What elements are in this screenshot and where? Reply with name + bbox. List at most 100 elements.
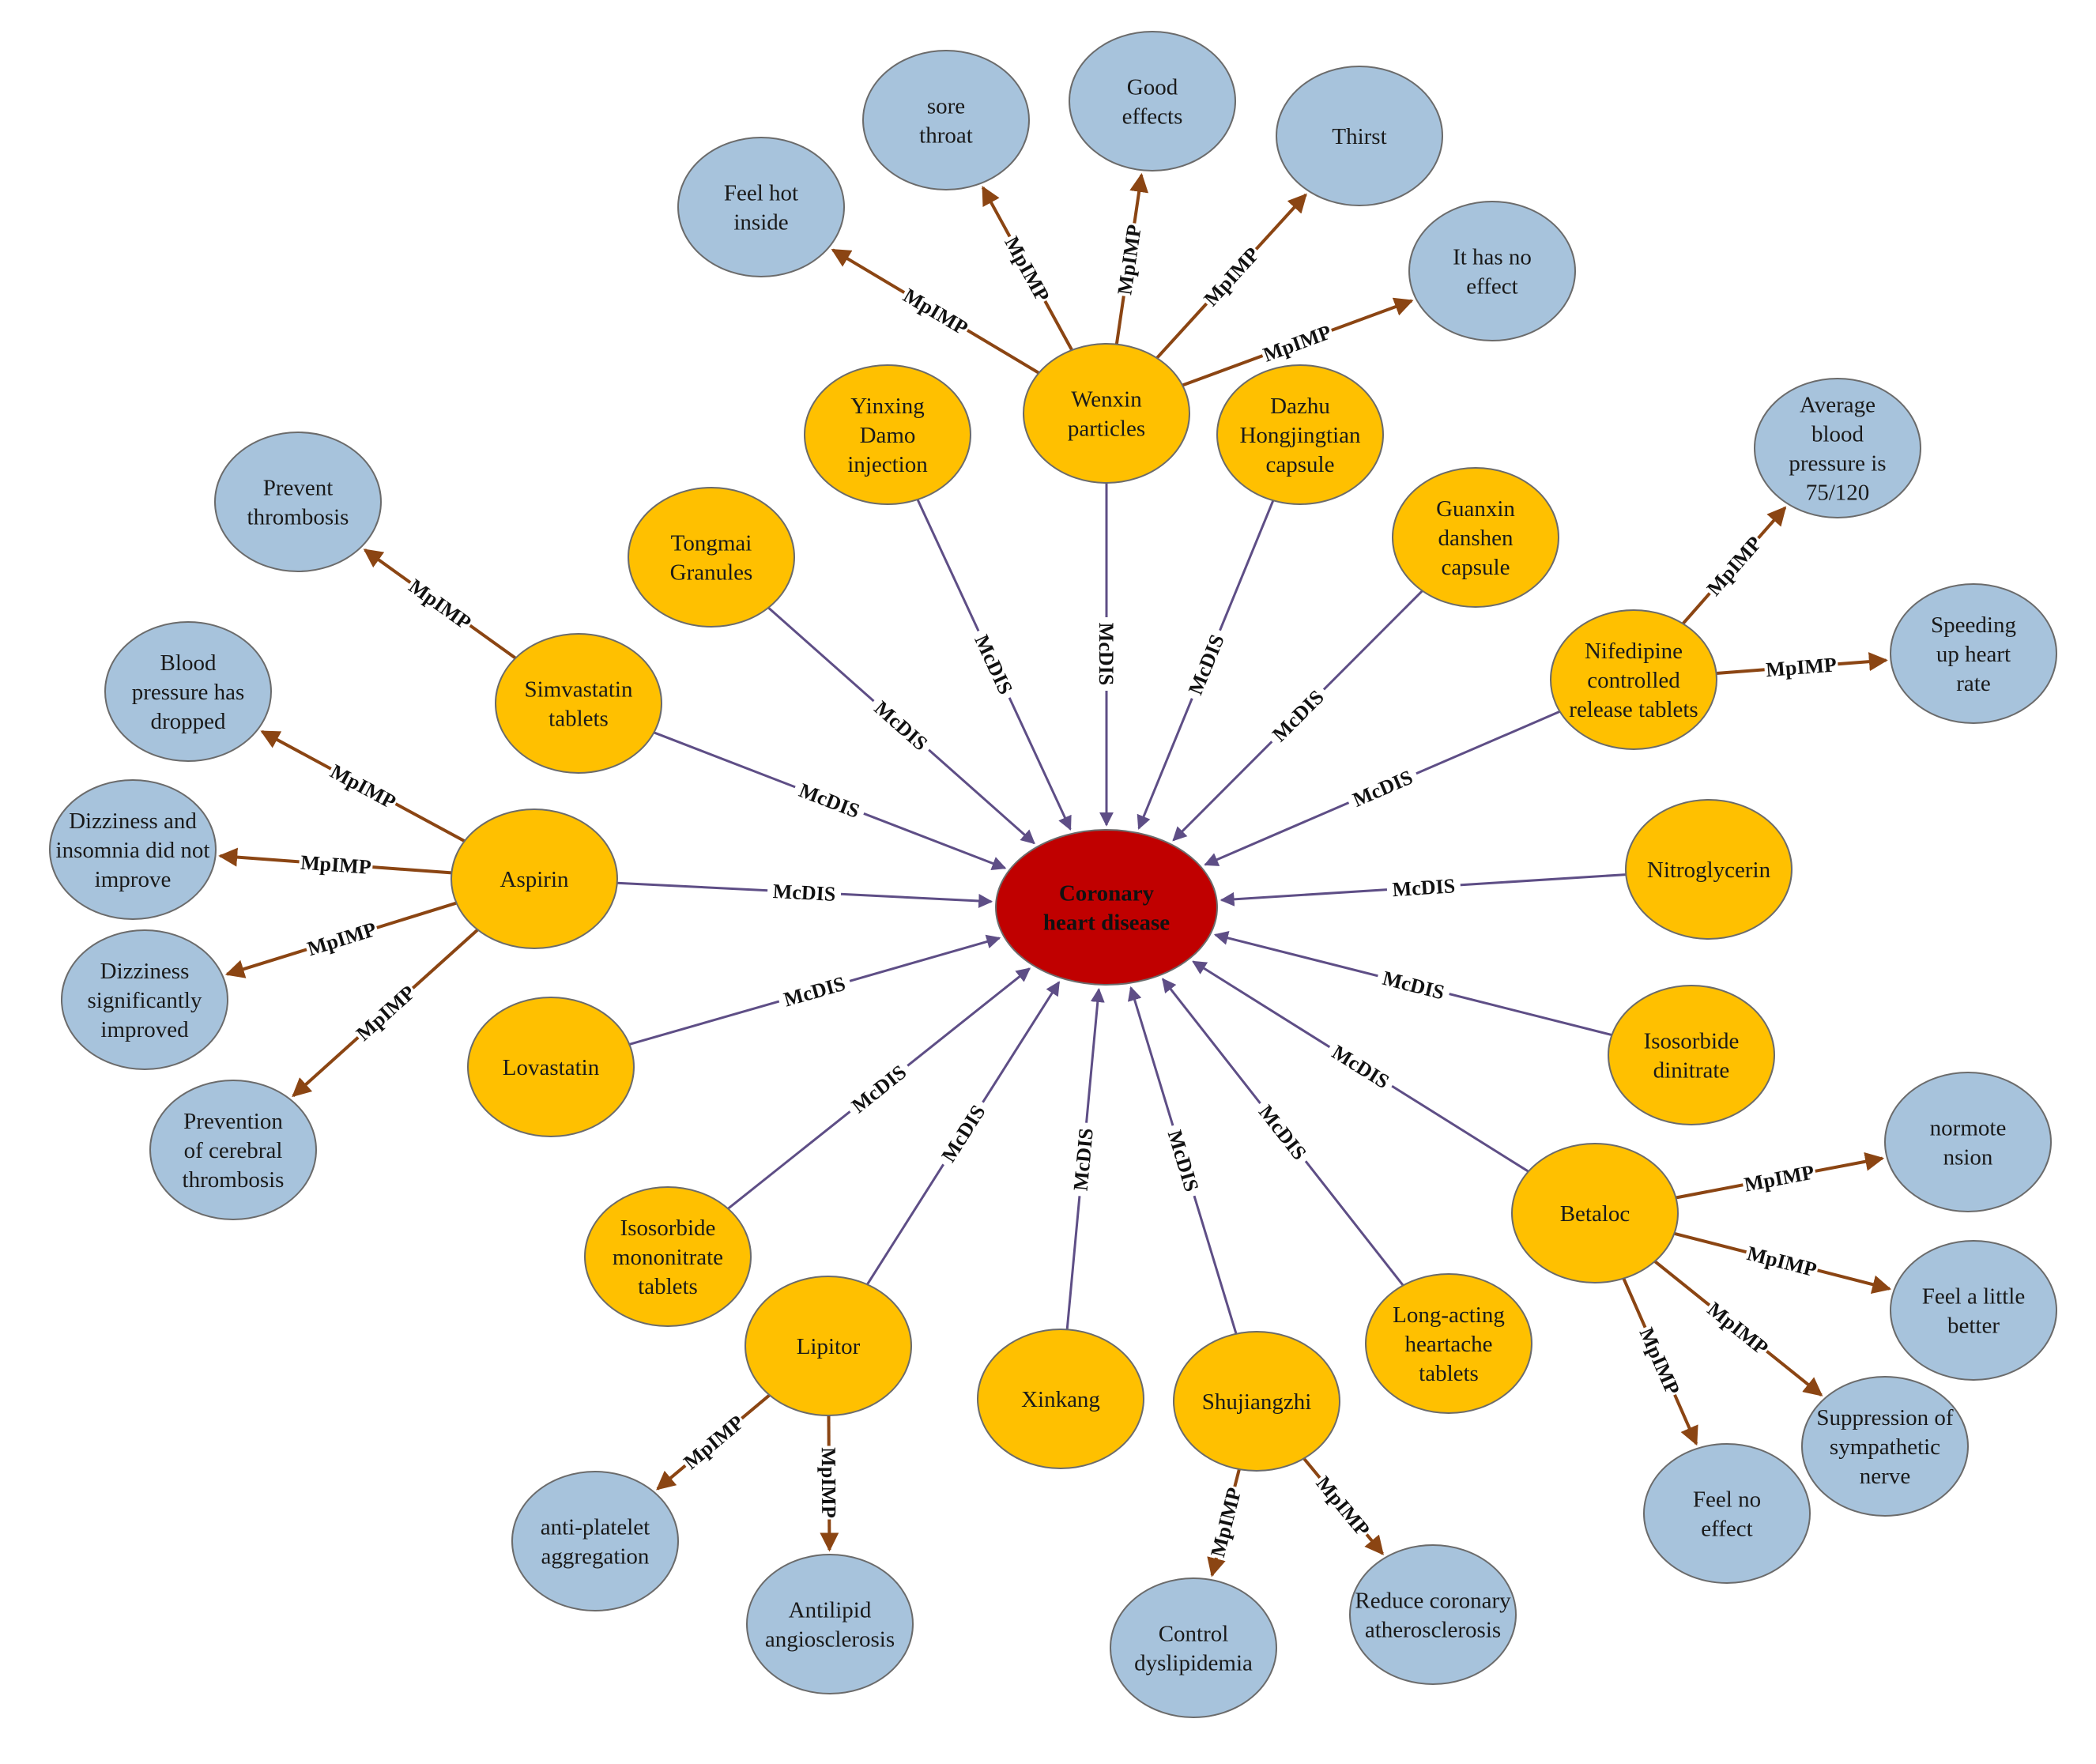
mcdis-edge-simvastatin-label: McDIS — [796, 778, 863, 823]
effect-node-prevent-thrombosis-label-line: thrombosis — [247, 505, 349, 530]
effect-node-dizziness-no-improve-shape — [49, 779, 217, 920]
mpimp-edge-bp-dropped-label-bg — [326, 756, 402, 813]
drug-node-tongmai-label-line: Granules — [670, 560, 753, 586]
effect-node-thirst[interactable]: Thirst — [1276, 66, 1443, 206]
drug-node-xinkang-shape — [977, 1329, 1144, 1469]
effect-node-it-has-no-effect-shape — [1408, 201, 1576, 341]
mpimp-edge-prevent-thrombosis-label-group: MpIMP — [404, 571, 478, 635]
mpimp-edge-feel-no-effect-label-group: MpIMP — [1635, 1321, 1687, 1400]
effect-node-normotension-label-line: nsion — [1943, 1145, 1993, 1170]
effect-node-prevention-cerebral-label-line: Prevention — [183, 1109, 283, 1134]
mcdis-edge-simvastatin-label-bg — [791, 775, 869, 824]
effect-node-prevent-thrombosis-label-line: Prevent — [263, 476, 334, 501]
mcdis-edge-nifedipine-label-group: McDIS — [1343, 761, 1421, 812]
mcdis-edge-nitroglycerin-label: McDIS — [1392, 874, 1456, 901]
effect-node-dizziness-improved-label-line: improved — [100, 1017, 189, 1042]
effect-node-feel-hot-inside-shape — [677, 137, 845, 277]
effect-node-dizziness-improved-label-line: Dizziness — [100, 959, 190, 984]
mpimp-edge-antilipid-label-bg — [818, 1446, 843, 1520]
effect-node-average-bp-shape — [1754, 378, 1921, 518]
mpimp-edge-feel-hot-inside-label-bg — [899, 281, 974, 340]
mcdis-edge-betaloc-label-group: McDIS — [1324, 1035, 1400, 1095]
drug-node-aspirin-shape — [450, 808, 618, 949]
drug-node-nitroglycerin-shape — [1625, 799, 1793, 940]
drug-node-nifedipine-shape — [1550, 609, 1717, 750]
effect-node-prevent-thrombosis-shape — [214, 432, 382, 572]
effect-node-reduce-coronary-label-line: atherosclerosis — [1365, 1618, 1501, 1643]
effect-node-sore-throat-label-line: sore — [927, 94, 965, 119]
mpimp-edge-it-has-no-effect-label-group: MpIMP — [1257, 318, 1336, 367]
drug-node-long-acting-label-line: heartache — [1404, 1332, 1492, 1357]
center-node-coronary-heart-disease-label-line: Coronary — [1059, 881, 1155, 906]
effect-node-prevent-thrombosis[interactable]: Prevent thrombosis — [214, 432, 382, 572]
mpimp-edge-average-bp-label: MpIMP — [1702, 532, 1766, 600]
drug-node-long-acting-label-line: tablets — [1419, 1361, 1479, 1386]
effect-node-dizziness-no-improve-label-line: improve — [95, 867, 172, 892]
mpimp-edge-feel-little-better-label-group: MpIMP — [1744, 1238, 1821, 1281]
mpimp-edge-reduce-coronary-label-group: MpIMP — [1311, 1468, 1378, 1541]
mpimp-edge-dizziness-improved-label-group: MpIMP — [302, 914, 380, 960]
effect-node-antilipid-label-line: angiosclerosis — [765, 1627, 895, 1653]
effect-node-feel-hot-inside-label-line: Feel hot — [724, 181, 798, 206]
mpimp-edge-bp-dropped-label: MpIMP — [326, 760, 400, 813]
effect-node-average-bp-label-line: 75/120 — [1806, 481, 1870, 506]
mpimp-edge-reduce-coronary-label-bg — [1311, 1468, 1378, 1541]
drug-node-nitroglycerin[interactable]: Nitroglycerin — [1625, 799, 1793, 940]
mpimp-edge-prevention-cerebral-label-group: MpIMP — [349, 978, 420, 1046]
drug-node-long-acting-shape — [1365, 1273, 1532, 1414]
mcdis-edge-lipitor-label-group: McDIS — [932, 1095, 992, 1170]
effect-node-good-effects-label-line: Good — [1127, 75, 1178, 100]
drug-node-wenxin-label-line: Wenxin — [1071, 387, 1142, 413]
drug-node-lovastatin-label-line: Lovastatin — [503, 1055, 600, 1080]
mcdis-edge-dazhu-label-bg — [1179, 625, 1230, 703]
mcdis-edge-xinkang-label: McDIS — [1069, 1127, 1098, 1192]
mcdis-edge-long-acting-label-bg — [1252, 1095, 1317, 1168]
drug-node-shujiangzhi[interactable]: Shujiangzhi — [1173, 1331, 1340, 1472]
mcdis-edge-isosorbide-mononitrate-label-group: McDIS — [841, 1055, 914, 1120]
mpimp-edge-dizziness-improved-label-bg — [302, 914, 380, 959]
mpimp-edge-feel-hot-inside-label-group: MpIMP — [899, 281, 974, 340]
effect-node-prevention-cerebral-shape — [149, 1080, 317, 1220]
drug-node-simvastatin-label-line: tablets — [549, 707, 609, 732]
drug-node-lipitor[interactable]: Lipitor — [745, 1276, 912, 1416]
mpimp-edge-normotension-label-bg — [1740, 1158, 1818, 1196]
mpimp-edge-speeding-heart-label-bg — [1763, 650, 1839, 680]
drug-node-xinkang[interactable]: Xinkang — [977, 1329, 1144, 1469]
drug-node-aspirin[interactable]: Aspirin — [450, 808, 618, 949]
effect-node-suppression-sympathetic-label-line: Suppression of — [1816, 1405, 1954, 1430]
drug-node-betaloc[interactable]: Betaloc — [1511, 1143, 1679, 1283]
effect-node-bp-dropped-label-line: pressure has — [132, 680, 245, 705]
drug-node-lovastatin[interactable]: Lovastatin — [467, 997, 635, 1137]
drug-node-lipitor-shape — [745, 1276, 912, 1416]
drug-node-dazhu-label-line: Dazhu — [1270, 394, 1330, 419]
